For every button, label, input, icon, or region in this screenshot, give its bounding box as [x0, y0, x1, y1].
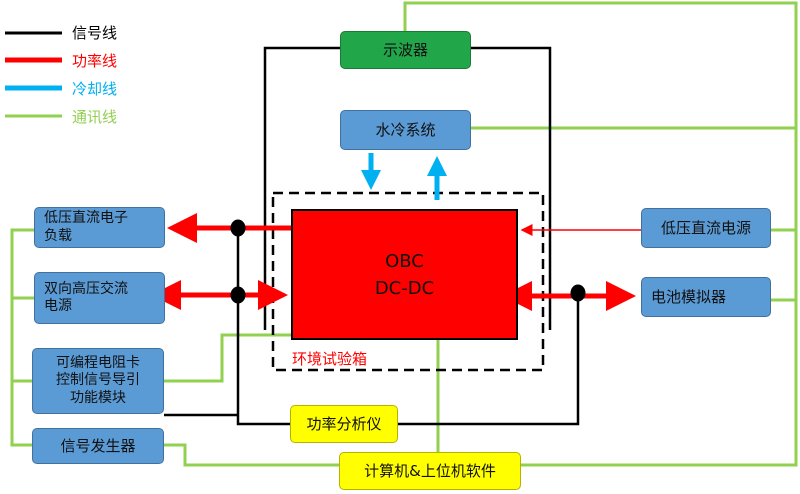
resistor-card-box: 可编程电阻卡 控制信号导引 功能模块	[32, 348, 164, 414]
lv-dc-load-box: 低压直流电子 负载	[34, 207, 165, 248]
hv-ac-supply-line1: 双向高压交流	[44, 280, 128, 297]
oscilloscope-label: 示波器	[382, 40, 428, 59]
junction-dots	[230, 219, 586, 304]
legend-label-signal: 信号线	[72, 24, 118, 42]
hv-ac-supply-line2: 电源	[44, 298, 72, 314]
power-analyzer-box: 功率分析仪	[290, 405, 398, 443]
computer-software-label: 计算机&上位机软件	[364, 461, 496, 480]
resistor-card-line2: 控制信号导引	[56, 372, 140, 389]
chamber-label: 环境试验箱	[292, 350, 368, 368]
lv-dc-supply-label: 低压直流电源	[660, 218, 751, 237]
obc-dcdc-box: OBC DC-DC	[291, 209, 518, 340]
power-analyzer-label: 功率分析仪	[306, 414, 382, 433]
hv-ac-supply-box: 双向高压交流 电源	[34, 272, 165, 324]
water-cooling-box: 水冷系统	[340, 110, 471, 150]
signal-generator-label: 信号发生器	[60, 436, 136, 455]
legend-lines	[5, 31, 62, 118]
legend-label-cooling: 冷却线	[72, 80, 118, 98]
legend-label-power: 功率线	[72, 52, 118, 70]
obc-label: OBC	[385, 250, 424, 272]
battery-simulator-box: 电池模拟器	[641, 277, 771, 317]
lv-dc-load-line1: 低压直流电子	[44, 210, 128, 226]
cooling-lines	[361, 153, 447, 200]
signal-generator-box: 信号发生器	[32, 428, 164, 464]
resistor-card-line1: 可编程电阻卡	[56, 354, 140, 371]
lv-dc-supply-box: 低压直流电源	[641, 208, 771, 248]
lv-dc-load-line2: 负载	[44, 227, 72, 244]
legend-label-comm: 通讯线	[72, 108, 118, 126]
comm-lines	[10, 1, 798, 467]
water-cooling-label: 水冷系统	[375, 120, 436, 139]
dcdc-label: DC-DC	[374, 277, 435, 299]
computer-software-box: 计算机&上位机软件	[339, 452, 521, 490]
battery-simulator-label: 电池模拟器	[651, 287, 727, 306]
oscilloscope-box: 示波器	[340, 31, 471, 69]
resistor-card-line3: 功能模块	[70, 389, 126, 406]
